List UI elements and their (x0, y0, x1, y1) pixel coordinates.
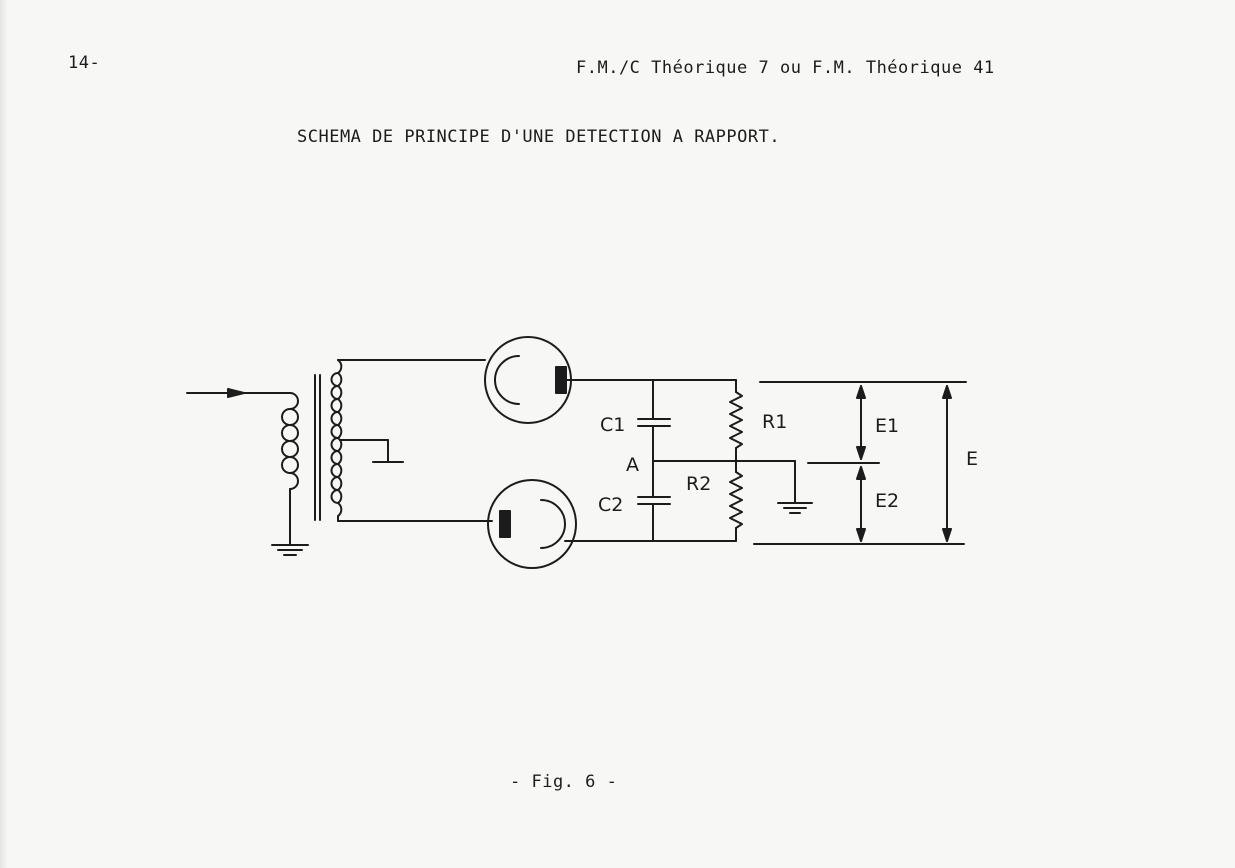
lower-diode-tube (487, 479, 737, 569)
label-c2: C2 (598, 494, 623, 516)
capacitor-c1 (637, 379, 671, 498)
page-number: 14- (68, 53, 101, 73)
header-reference: F.M./C Théorique 7 ou F.M. Théorique 41 (576, 58, 995, 78)
secondary-winding (330, 359, 493, 522)
figure-caption: - Fig. 6 - (510, 772, 618, 792)
primary-ground-symbol (271, 544, 309, 556)
primary-winding (281, 392, 299, 546)
transformer-core (314, 374, 321, 521)
label-e: E (966, 448, 978, 470)
label-c1: C1 (600, 414, 625, 436)
label-r1: R1 (762, 411, 787, 433)
output-lines (753, 381, 967, 545)
page-edge-shadow (0, 0, 8, 868)
node-a-wire (652, 460, 796, 504)
label-e1: E1 (875, 415, 899, 437)
input-signal-arrow (186, 388, 291, 398)
label-e2: E2 (875, 490, 899, 512)
e1-dimension-arrow (856, 385, 866, 460)
capacitor-c2 (637, 496, 671, 542)
page-title: SCHEMA DE PRINCIPE D'UNE DETECTION A RAP… (297, 127, 781, 147)
label-r2: R2 (686, 473, 711, 495)
center-tap-ground (339, 439, 404, 463)
resistor-r1 (729, 379, 743, 473)
upper-diode-tube (484, 336, 737, 424)
output-ground-symbol (777, 502, 813, 514)
label-node-a: A (626, 454, 639, 476)
e2-dimension-arrow (856, 466, 866, 542)
e-dimension-arrow (942, 385, 952, 542)
resistor-r2 (729, 471, 743, 542)
